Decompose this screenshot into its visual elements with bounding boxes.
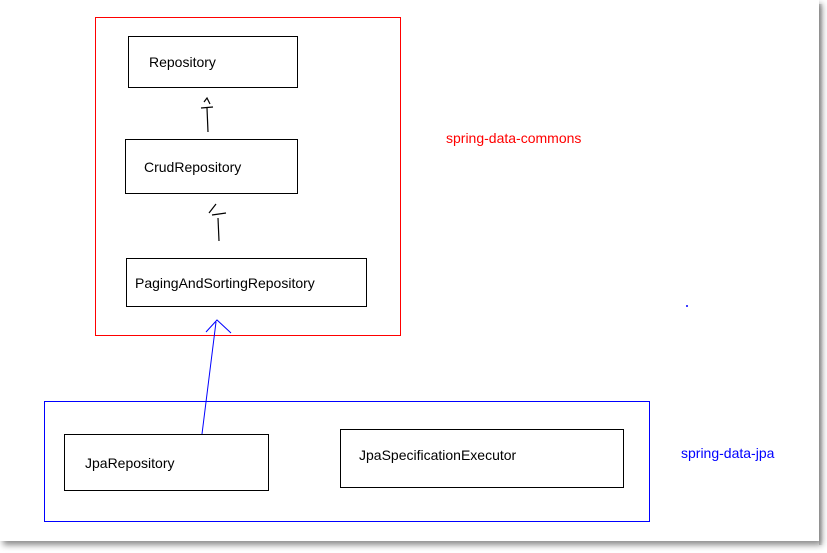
paging-and-sorting-repository-box: PagingAndSortingRepository xyxy=(126,258,367,307)
jpa-specification-executor-label: JpaSpecificationExecutor xyxy=(359,447,517,463)
spring-data-commons-frame xyxy=(95,17,401,336)
jpa-to-paging-arrow xyxy=(201,319,232,435)
crud-to-repository-arrow xyxy=(200,96,214,133)
paging-and-sorting-repository-label: PagingAndSortingRepository xyxy=(135,274,315,291)
stray-dot xyxy=(686,305,688,307)
crud-repository-label: CrudRepository xyxy=(144,158,242,175)
repository-label: Repository xyxy=(149,54,216,70)
diagram-canvas: Repository CrudRepository PagingAndSorti… xyxy=(44,17,775,522)
spring-data-commons-label: spring-data-commons xyxy=(446,130,582,146)
jpa-repository-box: JpaRepository xyxy=(64,434,269,491)
jpa-specification-executor-box: JpaSpecificationExecutor xyxy=(340,429,624,488)
spring-data-jpa-label: spring-data-jpa xyxy=(681,445,775,461)
relation-arrows xyxy=(200,96,688,435)
crud-repository-box: CrudRepository xyxy=(125,139,298,194)
paging-to-crud-arrow xyxy=(208,203,227,242)
spring-data-jpa-frame xyxy=(44,401,650,522)
page-edge-shadow xyxy=(819,4,823,545)
repository-box: Repository xyxy=(128,36,298,88)
jpa-repository-label: JpaRepository xyxy=(85,454,175,471)
